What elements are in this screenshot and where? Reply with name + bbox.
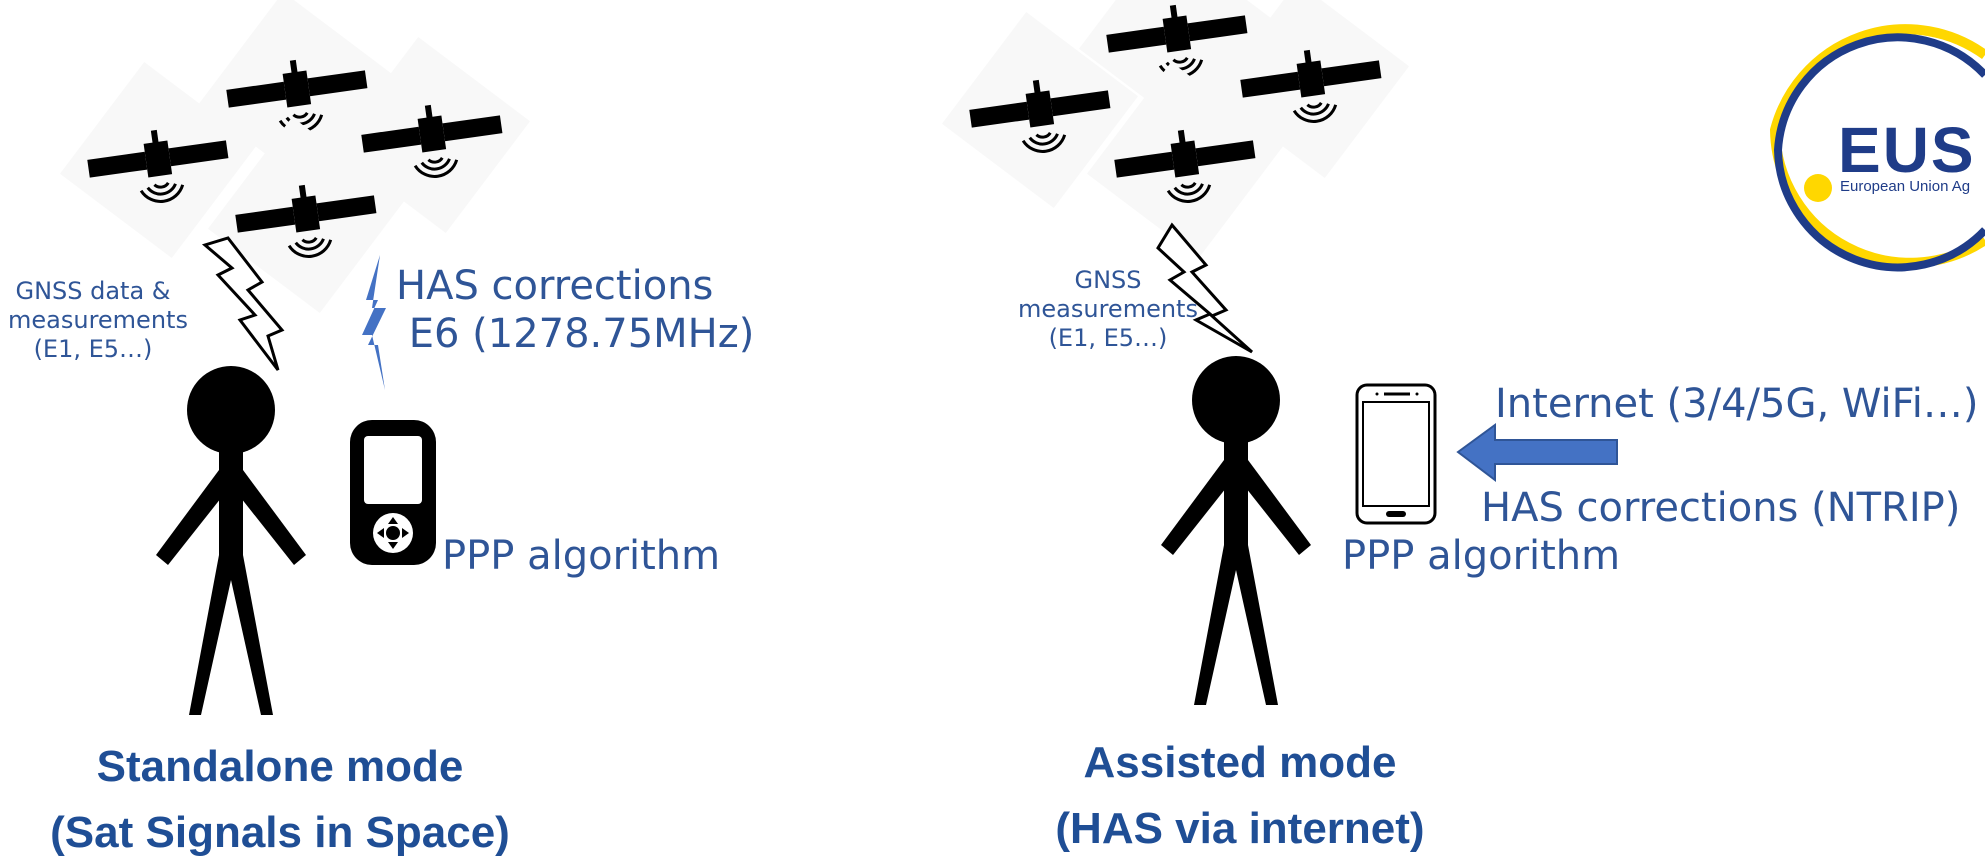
gnss-measurements-label: GNSS measurements (E1, E5…) (1018, 266, 1198, 352)
smartphone-icon (1355, 383, 1437, 525)
logo (1769, 24, 1985, 272)
internet-label: Internet (3/4/5G, WiFi…) (1495, 381, 1979, 427)
gnss-data-label: GNSS data & measurements (E1, E5…) (8, 277, 188, 363)
lightning-bolt-icon (362, 255, 386, 390)
lightning-bolt-icon (201, 236, 285, 371)
logo-text: EUS (1838, 114, 1976, 186)
logo-subtext: European Union Ag (1840, 178, 1971, 195)
ppp-algorithm-label: PPP algorithm (442, 533, 721, 579)
has-corrections-ntrip-label: HAS corrections (NTRIP) (1481, 485, 1961, 531)
person-icon (1161, 356, 1311, 705)
person-icon (156, 366, 306, 715)
standalone-mode-title: Standalone mode (Sat Signals in Space) (50, 742, 510, 857)
assisted-mode-title: Assisted mode (HAS via internet) (1055, 738, 1425, 853)
arrow-left-icon (1456, 423, 1618, 483)
ppp-algorithm-label: PPP algorithm (1342, 533, 1621, 579)
lightning-bolt-icon (1156, 222, 1254, 354)
gnss-receiver-icon (350, 420, 436, 565)
has-corrections-e6-label: HAS corrections E6 (1278.75MHz) (396, 263, 755, 357)
